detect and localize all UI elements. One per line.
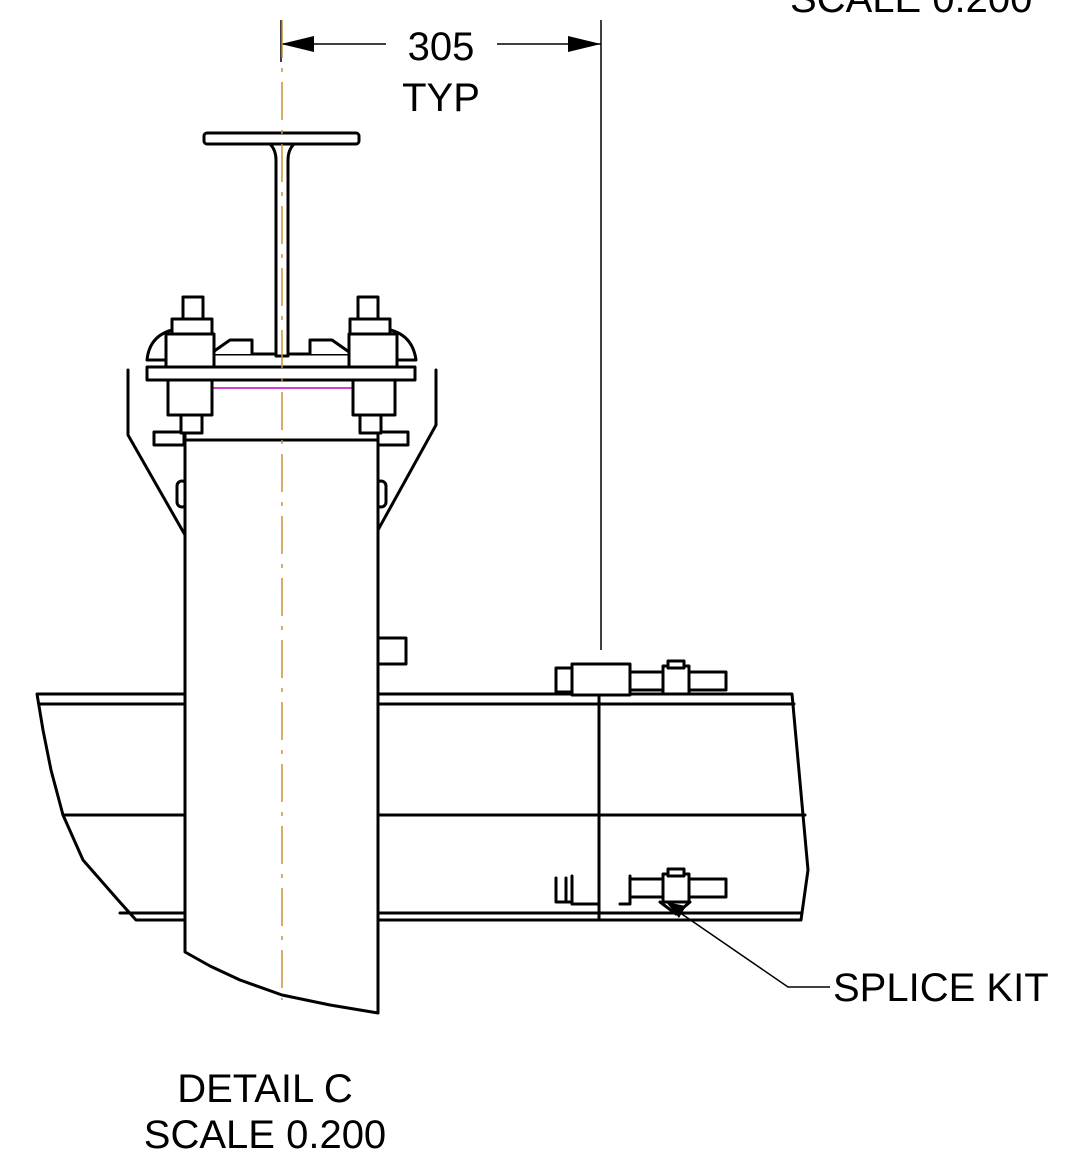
splice-bolt-lower <box>554 867 728 916</box>
bolt-nut-top-lower <box>666 867 686 878</box>
i-beam-web <box>268 142 296 358</box>
splice-kit-callout: SPLICE KIT <box>666 902 1049 1010</box>
dimension-305: 305 TYP <box>280 20 602 650</box>
nut-upper-left-b <box>164 332 216 369</box>
angle-clip-left <box>208 338 254 356</box>
gusset-tab-left <box>152 430 186 447</box>
truss-chord <box>35 692 810 922</box>
anchor-bolt-right <box>347 295 399 435</box>
bolt-sleeve-lower <box>570 874 632 906</box>
dimension-note: TYP <box>402 76 480 120</box>
nut-upper-right-a <box>348 317 392 336</box>
bolt-shank-right <box>358 413 383 435</box>
bolt-nut-upper <box>661 664 691 696</box>
bolt-head-upper <box>554 666 574 694</box>
bolt-tip-left <box>181 295 205 321</box>
dimension-value: 305 <box>408 25 475 69</box>
bolt-tip-right <box>356 295 380 321</box>
bolt-nut-top-upper <box>666 659 686 670</box>
splice-kit-label: SPLICE KIT <box>833 966 1049 1010</box>
angle-clip-right <box>308 338 354 356</box>
leader-line <box>675 909 830 988</box>
detail-title: DETAIL C <box>177 1067 353 1111</box>
nut-upper-right-b <box>347 332 399 369</box>
bolt-nut-lower <box>661 872 691 904</box>
top-scale-label: SCALE 0.200 <box>790 0 1032 21</box>
post-side-pin <box>376 636 408 666</box>
bolt-sleeve-upper <box>570 662 632 697</box>
bolt-shank-left <box>179 413 204 435</box>
bolt-head-lower <box>554 876 574 904</box>
chord-outline <box>35 692 810 922</box>
nut-lower-right <box>351 378 397 417</box>
arrowhead-left <box>281 36 314 52</box>
i-beam-top-flange <box>202 131 361 146</box>
arrowhead-right <box>568 36 601 52</box>
detail-scale: SCALE 0.200 <box>144 1113 386 1157</box>
nut-lower-left <box>166 378 214 417</box>
nut-upper-left-a <box>170 317 214 336</box>
anchor-bolt-left <box>164 295 216 435</box>
cap-plate <box>145 365 417 382</box>
splice-bolt-upper <box>554 659 728 697</box>
gusset-tab-right <box>376 430 410 447</box>
